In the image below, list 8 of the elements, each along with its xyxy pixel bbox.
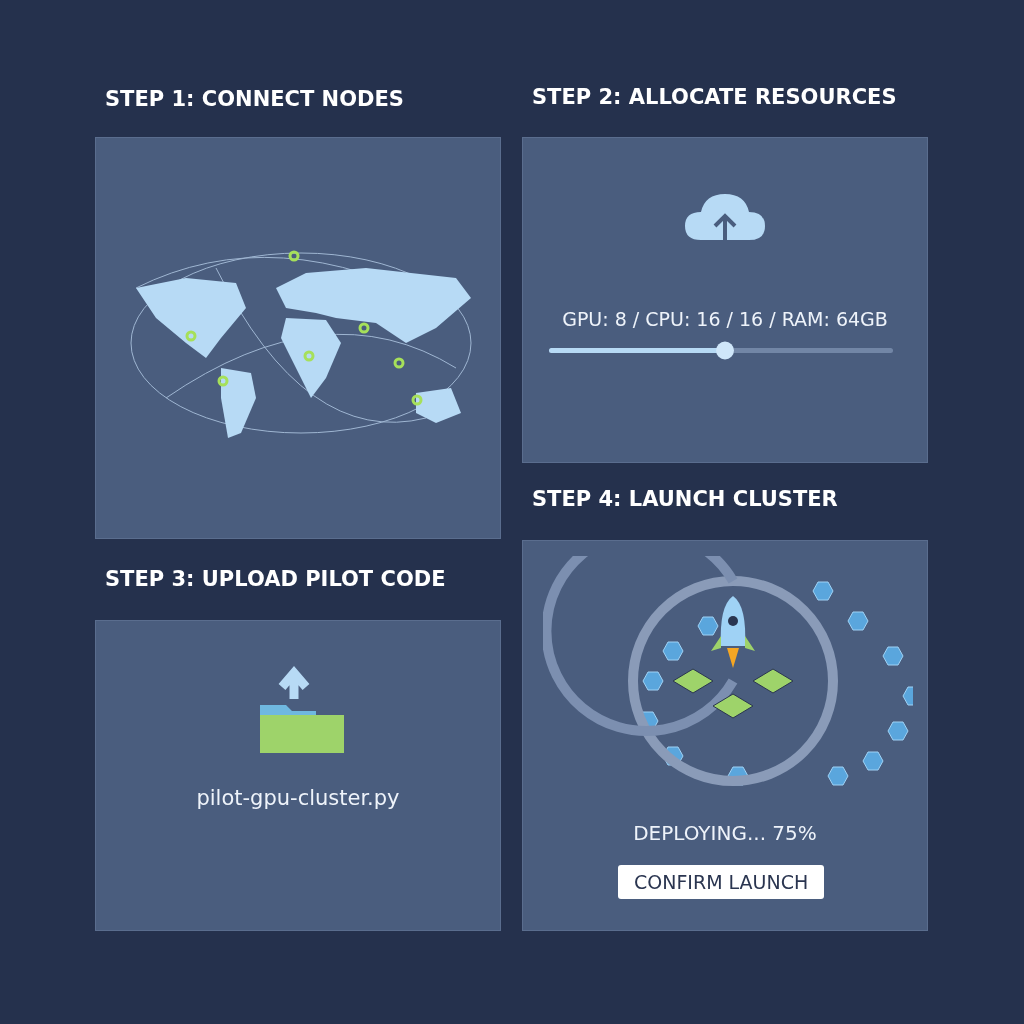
step-heading: STEP 4: LAUNCH CLUSTER — [532, 487, 838, 511]
file-name: pilot-gpu-cluster.py — [195, 786, 401, 810]
step-heading: STEP 3: UPLOAD PILOT CODE — [105, 567, 446, 591]
resource-summary: GPU: 8 / CPU: 16 / 16 / RAM: 64GB — [561, 308, 889, 330]
progress-status: DEPLOYING... 75% — [632, 821, 818, 845]
step-heading: STEP 1: CONNECT NODES — [105, 87, 404, 111]
step-heading: STEP 2: ALLOCATE RESOURCES — [532, 85, 897, 109]
confirm-button: CONFIRM LAUNCH — [618, 865, 825, 899]
